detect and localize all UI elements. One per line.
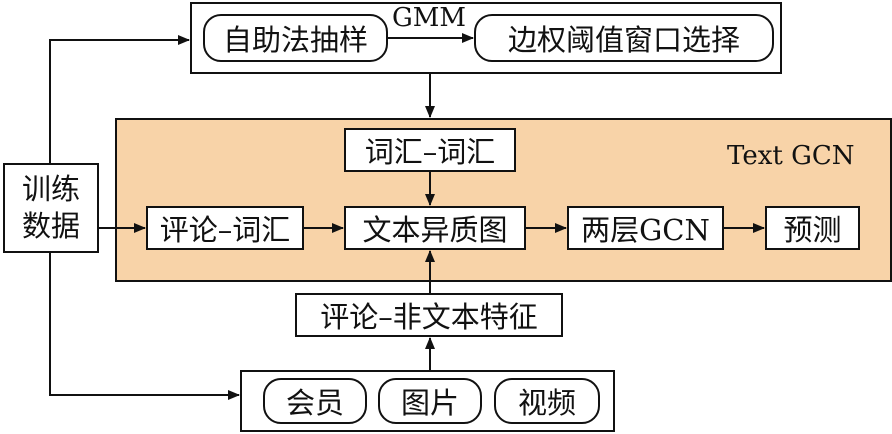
member-node: 会员: [263, 378, 367, 424]
training-data-node: 训练 数据: [3, 163, 99, 253]
feature-container: [240, 370, 615, 432]
gmm-label: GMM: [392, 3, 467, 33]
arrow-training-to-features: [49, 253, 240, 400]
two-layer-gcn-node: 两层GCN: [567, 206, 724, 250]
predict-node: 预测: [765, 206, 860, 250]
arrow-training-to-sampling: [49, 35, 190, 163]
review-vocab-node: 评论–词汇: [146, 206, 304, 250]
vocab-vocab-node: 词汇–词汇: [344, 128, 516, 172]
video-node: 视频: [494, 378, 600, 424]
review-nontext-feature-node: 评论–非文本特征: [295, 293, 563, 337]
text-gcn-title: Text GCN: [727, 141, 855, 171]
image-node: 图片: [378, 378, 482, 424]
edge-threshold-window-node: 边权阈值窗口选择: [474, 14, 774, 62]
sampling-container: [190, 2, 782, 74]
text-hetero-graph-node: 文本异质图: [344, 206, 526, 250]
bootstrap-sampling-node: 自助法抽样: [203, 14, 388, 62]
